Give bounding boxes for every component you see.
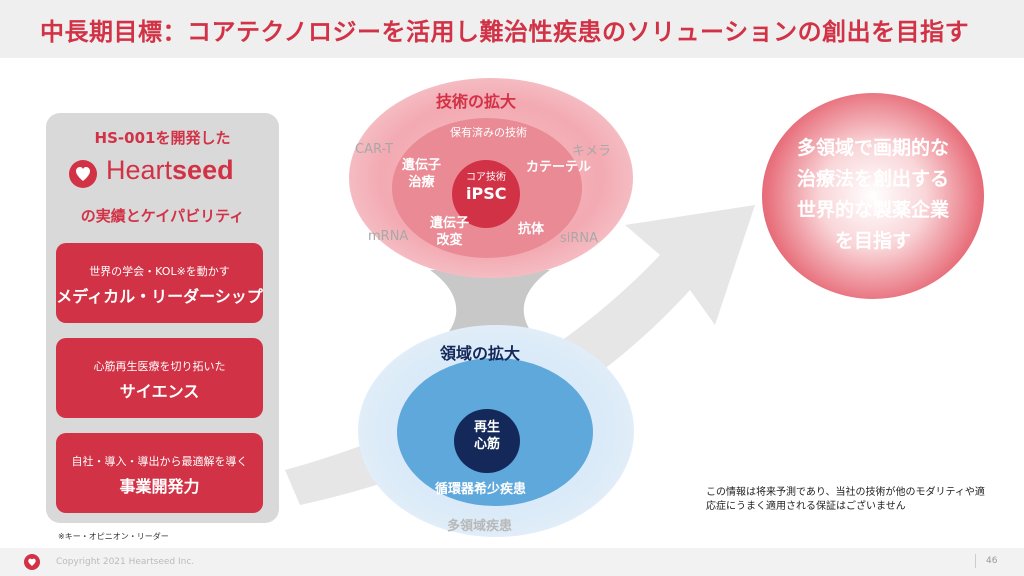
card-title: メディカル・リーダーシップ — [56, 287, 263, 306]
card-business-development: 自社・導入・導出から最適解を導く 事業開発力 — [56, 433, 263, 513]
card-title: サイエンス — [119, 382, 200, 401]
card-medical-leadership: 世界の学会・KOL※を動かす メディカル・リーダーシップ — [56, 243, 263, 323]
goal-line: 治療法を創出する — [796, 168, 949, 190]
title-bar — [0, 0, 1024, 58]
footer-divider — [975, 554, 976, 568]
tech-item-gene-therapy: 遺伝子 治療 — [402, 158, 442, 190]
goal-line: 世界的な製薬企業 — [796, 199, 949, 221]
disclaimer: この情報は将来予測であり、当社の技術が他のモダリティや適応症にうまく適用される保… — [706, 487, 985, 512]
card-science: 心筋再生医療を切り拓いた サイエンス — [56, 338, 263, 418]
heart-logo-icon — [24, 554, 40, 570]
region-heading: 領域の拡大 — [440, 344, 521, 363]
tech-item-gene-modification: 遺伝子 改変 — [430, 216, 470, 248]
card-subtitle: 自社・導入・導出から最適解を導く — [71, 455, 248, 468]
page-number: 46 — [986, 556, 998, 566]
card-title: 事業開発力 — [119, 477, 200, 496]
footer — [0, 548, 1024, 576]
goal-line: を目指す — [834, 230, 911, 252]
tech-outer-chimera: キメラ — [572, 144, 612, 159]
goal-circle — [762, 93, 984, 299]
owned-tech-label: 保有済みの技術 — [450, 126, 527, 139]
panel-heading-bottom: の実績とケイパビリティ — [80, 207, 245, 225]
copyright: Copyright 2021 Heartseed Inc. — [56, 557, 195, 567]
heart-logo-icon — [69, 160, 97, 188]
core-tech-circle — [452, 160, 520, 228]
page-title: 中長期目標：コアテクノロジーを活用し難治性疾患のソリューションの創出を目指す — [40, 18, 970, 46]
tech-outer-mrna: mRNA — [368, 229, 409, 244]
regenerative-myocardium-circle — [454, 409, 520, 473]
card-subtitle: 世界の学会・KOL※を動かす — [89, 265, 230, 278]
goal-line: 多領域で画期的な — [796, 137, 949, 159]
region-mid-label: 循環器希少疾患 — [435, 482, 527, 497]
tech-outer-sirna: siRNA — [560, 231, 599, 246]
tech-outer-car-t: CAR-T — [355, 142, 393, 157]
tech-item-antibody: 抗体 — [518, 222, 545, 237]
goal-text: 多領域で画期的な 治療法を創出する 世界的な製薬企業 を目指す — [762, 133, 984, 257]
heartseed-logo: Heartseed — [68, 155, 268, 191]
tech-heading: 技術の拡大 — [436, 92, 517, 111]
footnote: ※キー・オピニオン・リーダー — [58, 532, 169, 541]
region-outer-label: 多領域疾患 — [447, 519, 513, 534]
tech-item-catheter: カテーテル — [526, 160, 592, 175]
capabilities-panel: HS-001を開発した Heartseed の実績とケイパビリティ 世界の学会・… — [46, 113, 279, 523]
card-subtitle: 心筋再生医療を切り拓いた — [93, 360, 226, 373]
region-core-label: 再生 心筋 — [474, 420, 501, 452]
panel-heading-top: HS-001を開発した — [94, 129, 231, 147]
core-tech-name: iPSC — [466, 184, 507, 203]
core-tech-label: コア技術 — [466, 172, 506, 183]
logo-wordmark: Heartseed — [106, 155, 234, 185]
